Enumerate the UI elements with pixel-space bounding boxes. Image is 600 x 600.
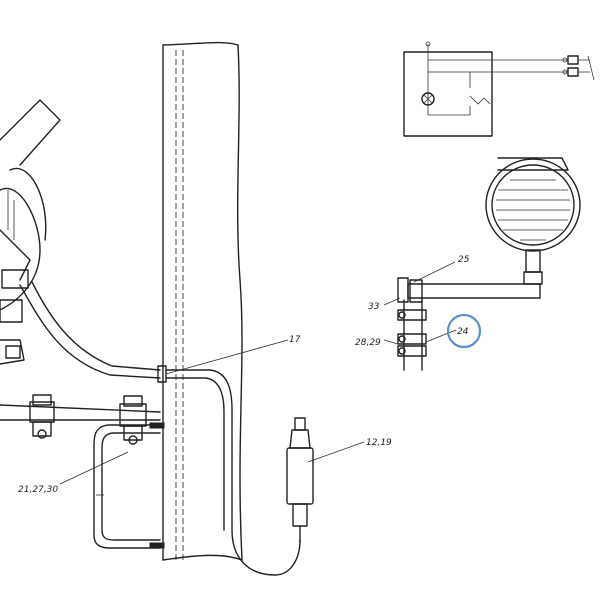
lamp-arm [397, 277, 541, 371]
routing-pipe [165, 369, 301, 576]
callout-21-27-30: 21,27,30 [18, 485, 58, 495]
highlight-circle [446, 313, 482, 349]
callout-33: 33 [368, 302, 380, 312]
callout-25: 25 [458, 255, 470, 265]
work-lamp [485, 157, 581, 285]
frame-post [162, 41, 243, 561]
curved-pipe [19, 281, 167, 383]
mounting-bracket [0, 394, 165, 549]
callout-24: 24 [457, 327, 469, 337]
callout-17: 17 [289, 335, 301, 345]
wiring-schematic [403, 41, 595, 137]
callout-28-29: 28,29 [355, 338, 381, 348]
callout-12-19: 12,19 [366, 438, 392, 448]
left-mechanism [0, 99, 61, 365]
leader-lines [59, 261, 457, 485]
sensor-unit [286, 417, 314, 543]
